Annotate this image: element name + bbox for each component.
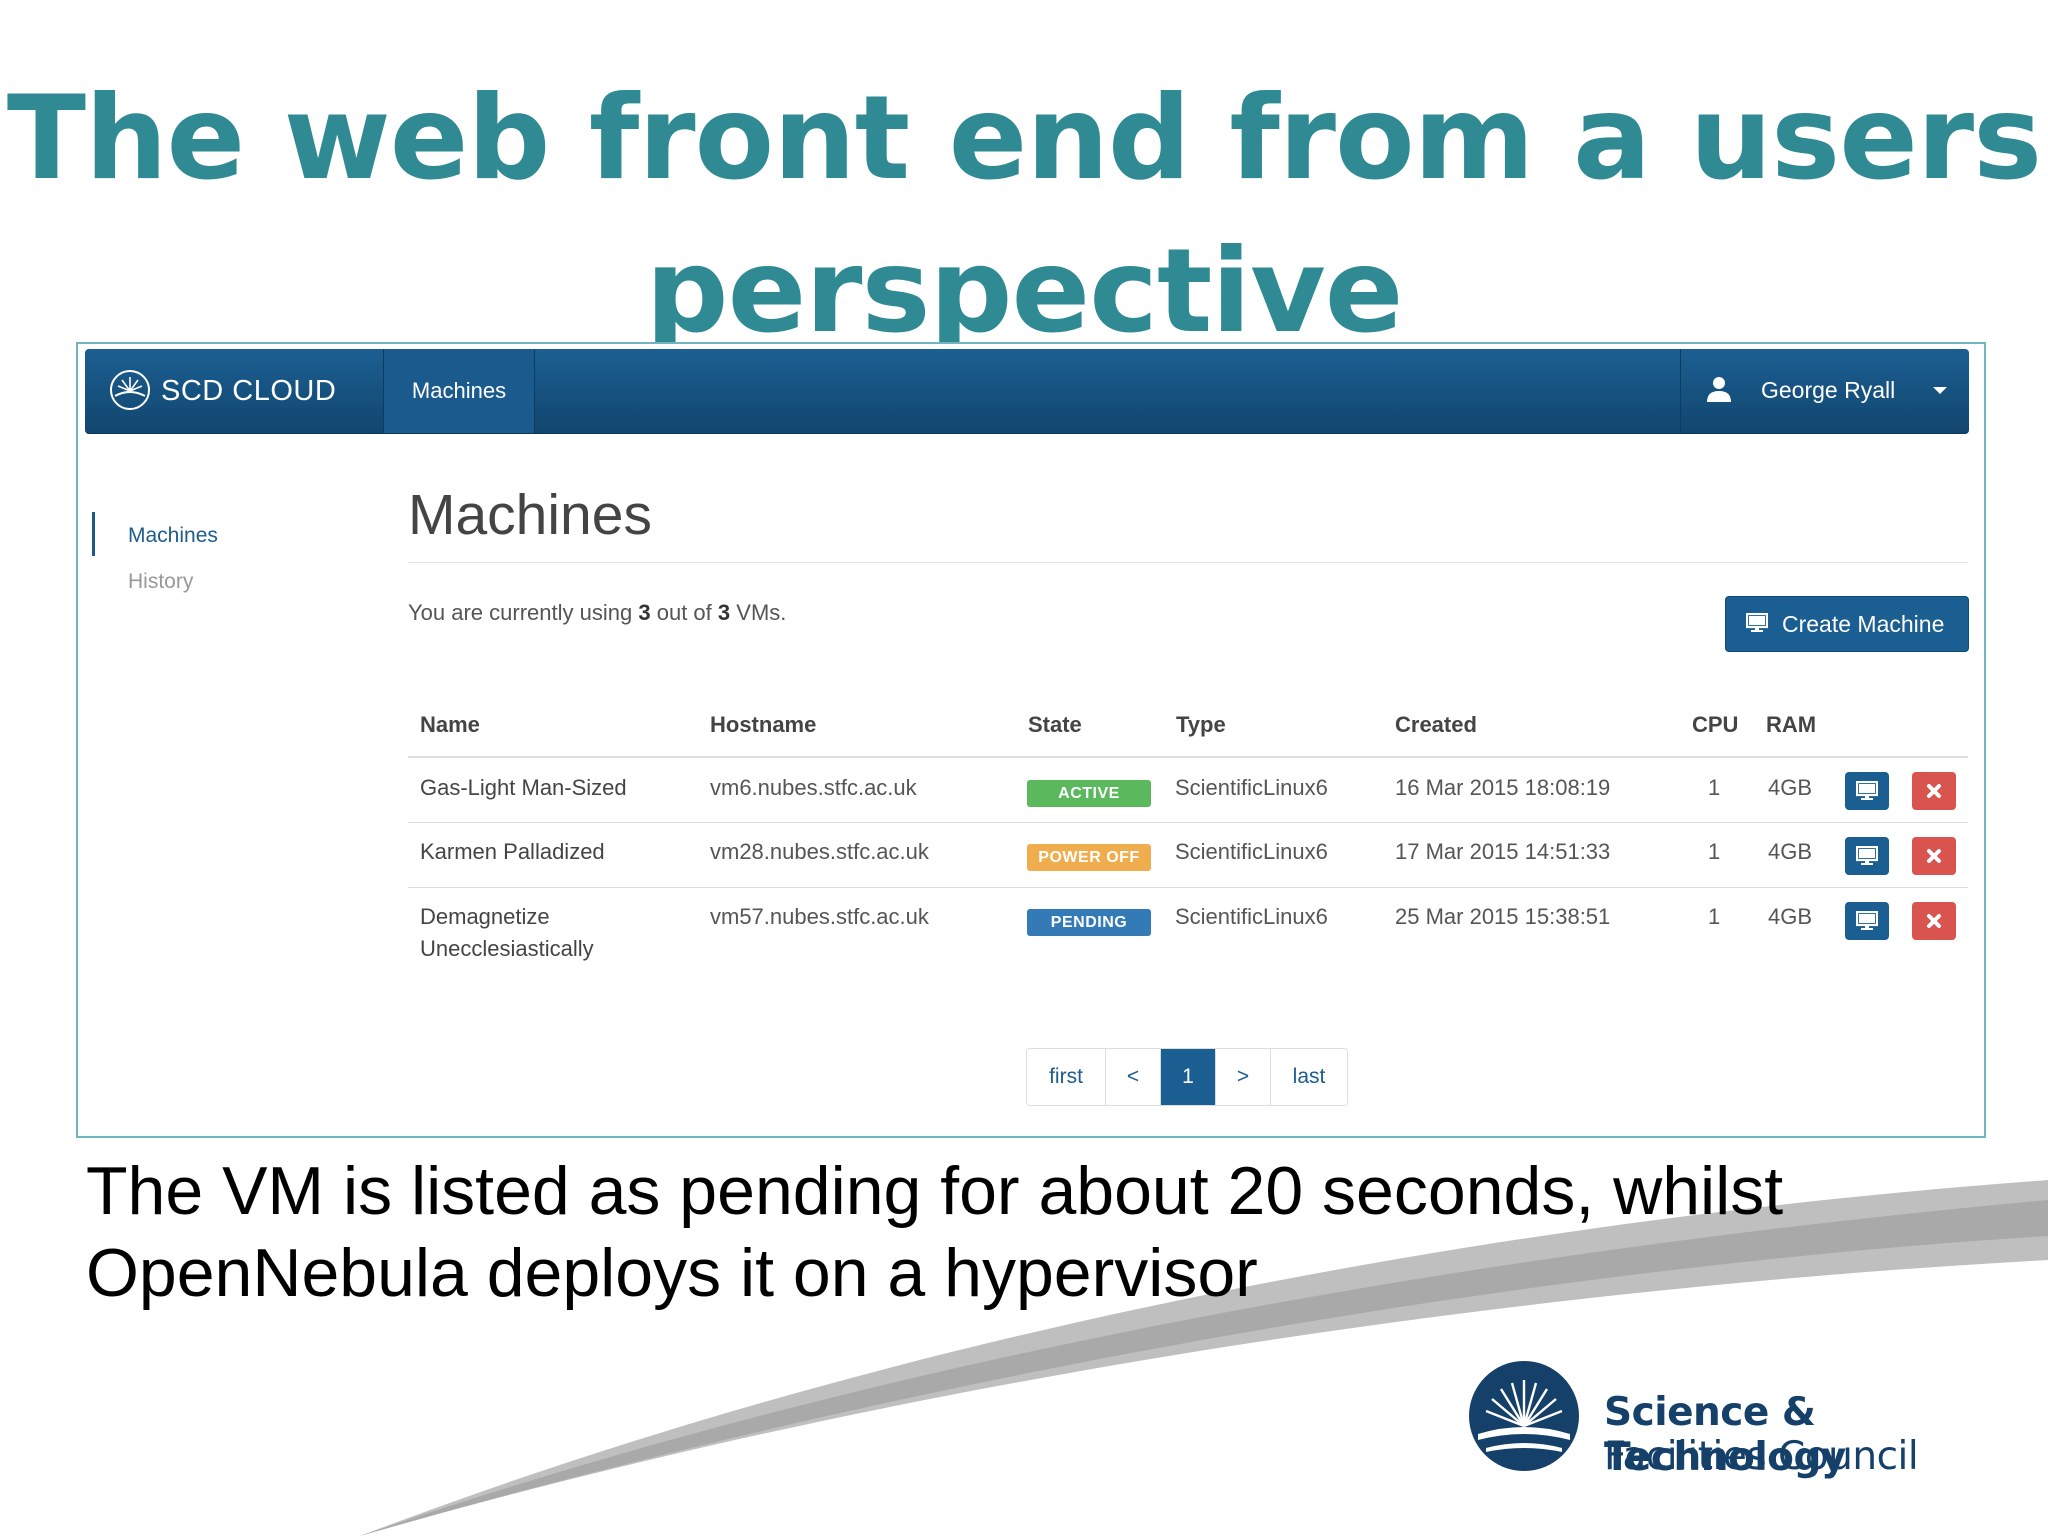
- column-header-hostname[interactable]: Hostname: [710, 712, 817, 737]
- org-name-line2: Facilities Council: [1604, 1434, 1919, 1479]
- page-next[interactable]: >: [1216, 1049, 1271, 1105]
- vm-ram: 4GB: [1768, 775, 1813, 800]
- delete-button[interactable]: [1912, 772, 1956, 810]
- stfc-sunburst-logo: [1469, 1361, 1579, 1471]
- usage-suffix: VMs.: [736, 600, 787, 625]
- create-machine-button[interactable]: Create Machine: [1725, 596, 1969, 652]
- usage-used: 3: [638, 600, 651, 625]
- vm-hostname: vm28.nubes.stfc.ac.uk: [710, 839, 929, 864]
- brand[interactable]: SCD CLOUD: [85, 349, 383, 433]
- slide-caption: The VM is listed as pending for about 20…: [86, 1153, 1784, 1311]
- column-header-name[interactable]: Name: [420, 712, 480, 737]
- vm-cpu: 1: [1708, 775, 1721, 800]
- vm-hostname: vm57.nubes.stfc.ac.uk: [710, 904, 929, 929]
- status-badge: POWER OFF: [1027, 844, 1151, 871]
- vm-type: ScientificLinux6: [1175, 904, 1328, 929]
- monitor-icon: [1746, 613, 1768, 632]
- user-name: George Ryall: [1761, 377, 1896, 403]
- vm-name: Gas-Light Man-Sized: [420, 775, 627, 800]
- row-divider: [408, 822, 1968, 823]
- column-header-ram[interactable]: RAM: [1766, 712, 1817, 737]
- vm-created: 16 Mar 2015 18:08:19: [1395, 775, 1611, 800]
- usage-prefix: You are currently using: [408, 600, 633, 625]
- console-button[interactable]: [1845, 837, 1889, 875]
- slide-title: The web front end from a users perspecti…: [6, 71, 2042, 359]
- console-button[interactable]: [1845, 772, 1889, 810]
- usage-summary: You are currently using 3 out of 3 VMs.: [408, 600, 786, 626]
- caret-down-icon: [1933, 387, 1947, 394]
- sidebar-active-indicator: [92, 512, 95, 556]
- column-header-cpu[interactable]: CPU: [1692, 712, 1739, 737]
- delete-button[interactable]: [1912, 837, 1956, 875]
- close-icon: [1927, 849, 1941, 863]
- page-last[interactable]: last: [1271, 1049, 1347, 1105]
- vm-created: 17 Mar 2015 14:51:33: [1395, 839, 1611, 864]
- vm-name: Demagnetize Unecclesiastically: [420, 904, 594, 961]
- console-button[interactable]: [1845, 902, 1889, 940]
- page-first[interactable]: first: [1027, 1049, 1106, 1105]
- vm-type: ScientificLinux6: [1175, 775, 1328, 800]
- vm-type: ScientificLinux6: [1175, 839, 1328, 864]
- page-prev[interactable]: <: [1106, 1049, 1161, 1105]
- org-name-line1: Science & Technology: [1604, 1390, 1846, 1480]
- vm-cpu: 1: [1708, 839, 1721, 864]
- user-menu[interactable]: George Ryall: [1680, 349, 1969, 433]
- page-current[interactable]: 1: [1161, 1049, 1216, 1105]
- vm-hostname: vm6.nubes.stfc.ac.uk: [710, 775, 917, 800]
- vm-created: 25 Mar 2015 15:38:51: [1395, 904, 1611, 929]
- vm-ram: 4GB: [1768, 839, 1813, 864]
- vm-cpu: 1: [1708, 904, 1721, 929]
- status-badge: PENDING: [1027, 909, 1151, 936]
- navbar: SCD CLOUD Machines George Ryall: [85, 349, 1969, 434]
- create-machine-label: Create Machine: [1782, 611, 1945, 637]
- usage-mid: out of: [656, 600, 712, 625]
- usage-total: 3: [717, 600, 731, 625]
- table-header-divider: [408, 756, 1968, 758]
- column-header-state[interactable]: State: [1028, 712, 1082, 737]
- divider: [408, 562, 1968, 563]
- nav-tab-machines[interactable]: Machines: [383, 349, 535, 433]
- vm-name: Karmen Palladized: [420, 839, 605, 864]
- monitor-icon: [1856, 781, 1878, 800]
- scd-cloud-logo-icon: [110, 370, 150, 410]
- brand-name: SCD CLOUD: [161, 375, 337, 407]
- close-icon: [1927, 914, 1941, 928]
- page-title: Machines: [408, 483, 652, 547]
- vm-ram: 4GB: [1768, 904, 1813, 929]
- web-ui-screenshot: SCD CLOUD Machines George Ryall Machines…: [76, 342, 1986, 1138]
- pagination: first < 1 > last: [1026, 1048, 1348, 1106]
- user-icon: [1707, 377, 1731, 402]
- sidebar-item-history[interactable]: History: [128, 570, 194, 593]
- column-header-created[interactable]: Created: [1395, 712, 1477, 737]
- monitor-icon: [1856, 911, 1878, 930]
- delete-button[interactable]: [1912, 902, 1956, 940]
- status-badge: ACTIVE: [1027, 780, 1151, 807]
- row-divider: [408, 887, 1968, 888]
- column-header-type[interactable]: Type: [1176, 712, 1226, 737]
- monitor-icon: [1856, 846, 1878, 865]
- sidebar-item-machines[interactable]: Machines: [128, 524, 218, 547]
- close-icon: [1927, 784, 1941, 798]
